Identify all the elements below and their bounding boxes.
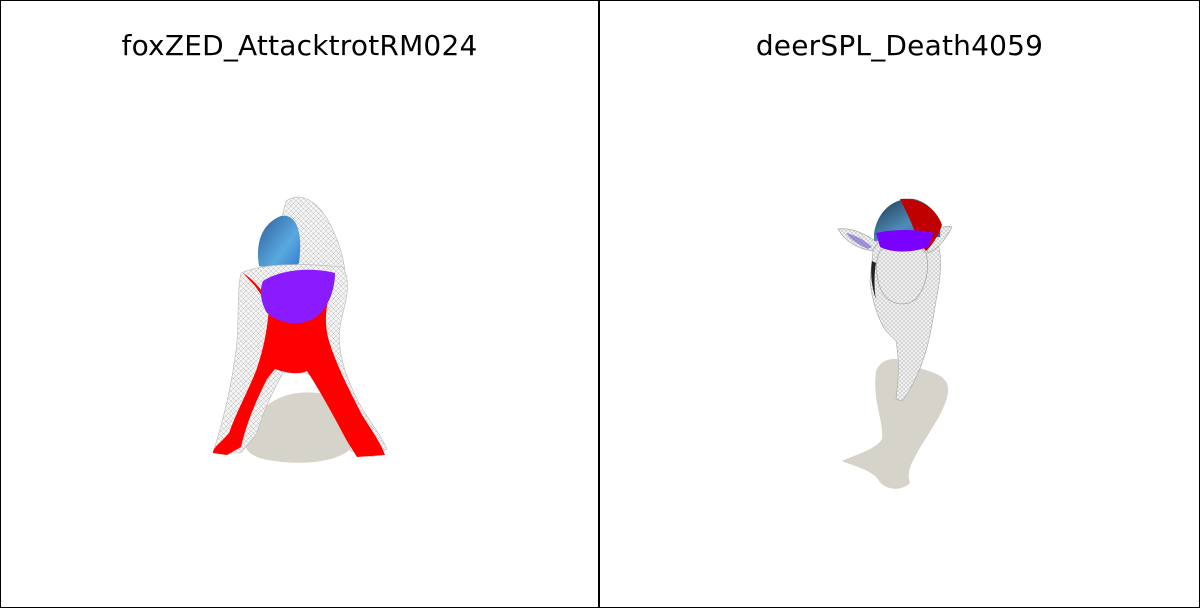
fox-render (212, 196, 388, 463)
panel-left: foxZED_AttacktrotRM024 (0, 0, 600, 608)
fox-purple-region (260, 269, 335, 324)
deer-purple-region (876, 230, 934, 252)
deer-ear-left-inner (846, 233, 872, 249)
fox-cap-region (257, 215, 301, 273)
deer-dark-side (871, 261, 876, 299)
panel-right: deerSPL_Death4059 (600, 0, 1200, 608)
fox-red-highlight (213, 273, 385, 457)
panel-title: deerSPL_Death4059 (755, 29, 1044, 62)
panel-title: foxZED_AttacktrotRM024 (121, 29, 478, 62)
deer-render (837, 198, 953, 489)
deer-shadow (842, 359, 949, 489)
